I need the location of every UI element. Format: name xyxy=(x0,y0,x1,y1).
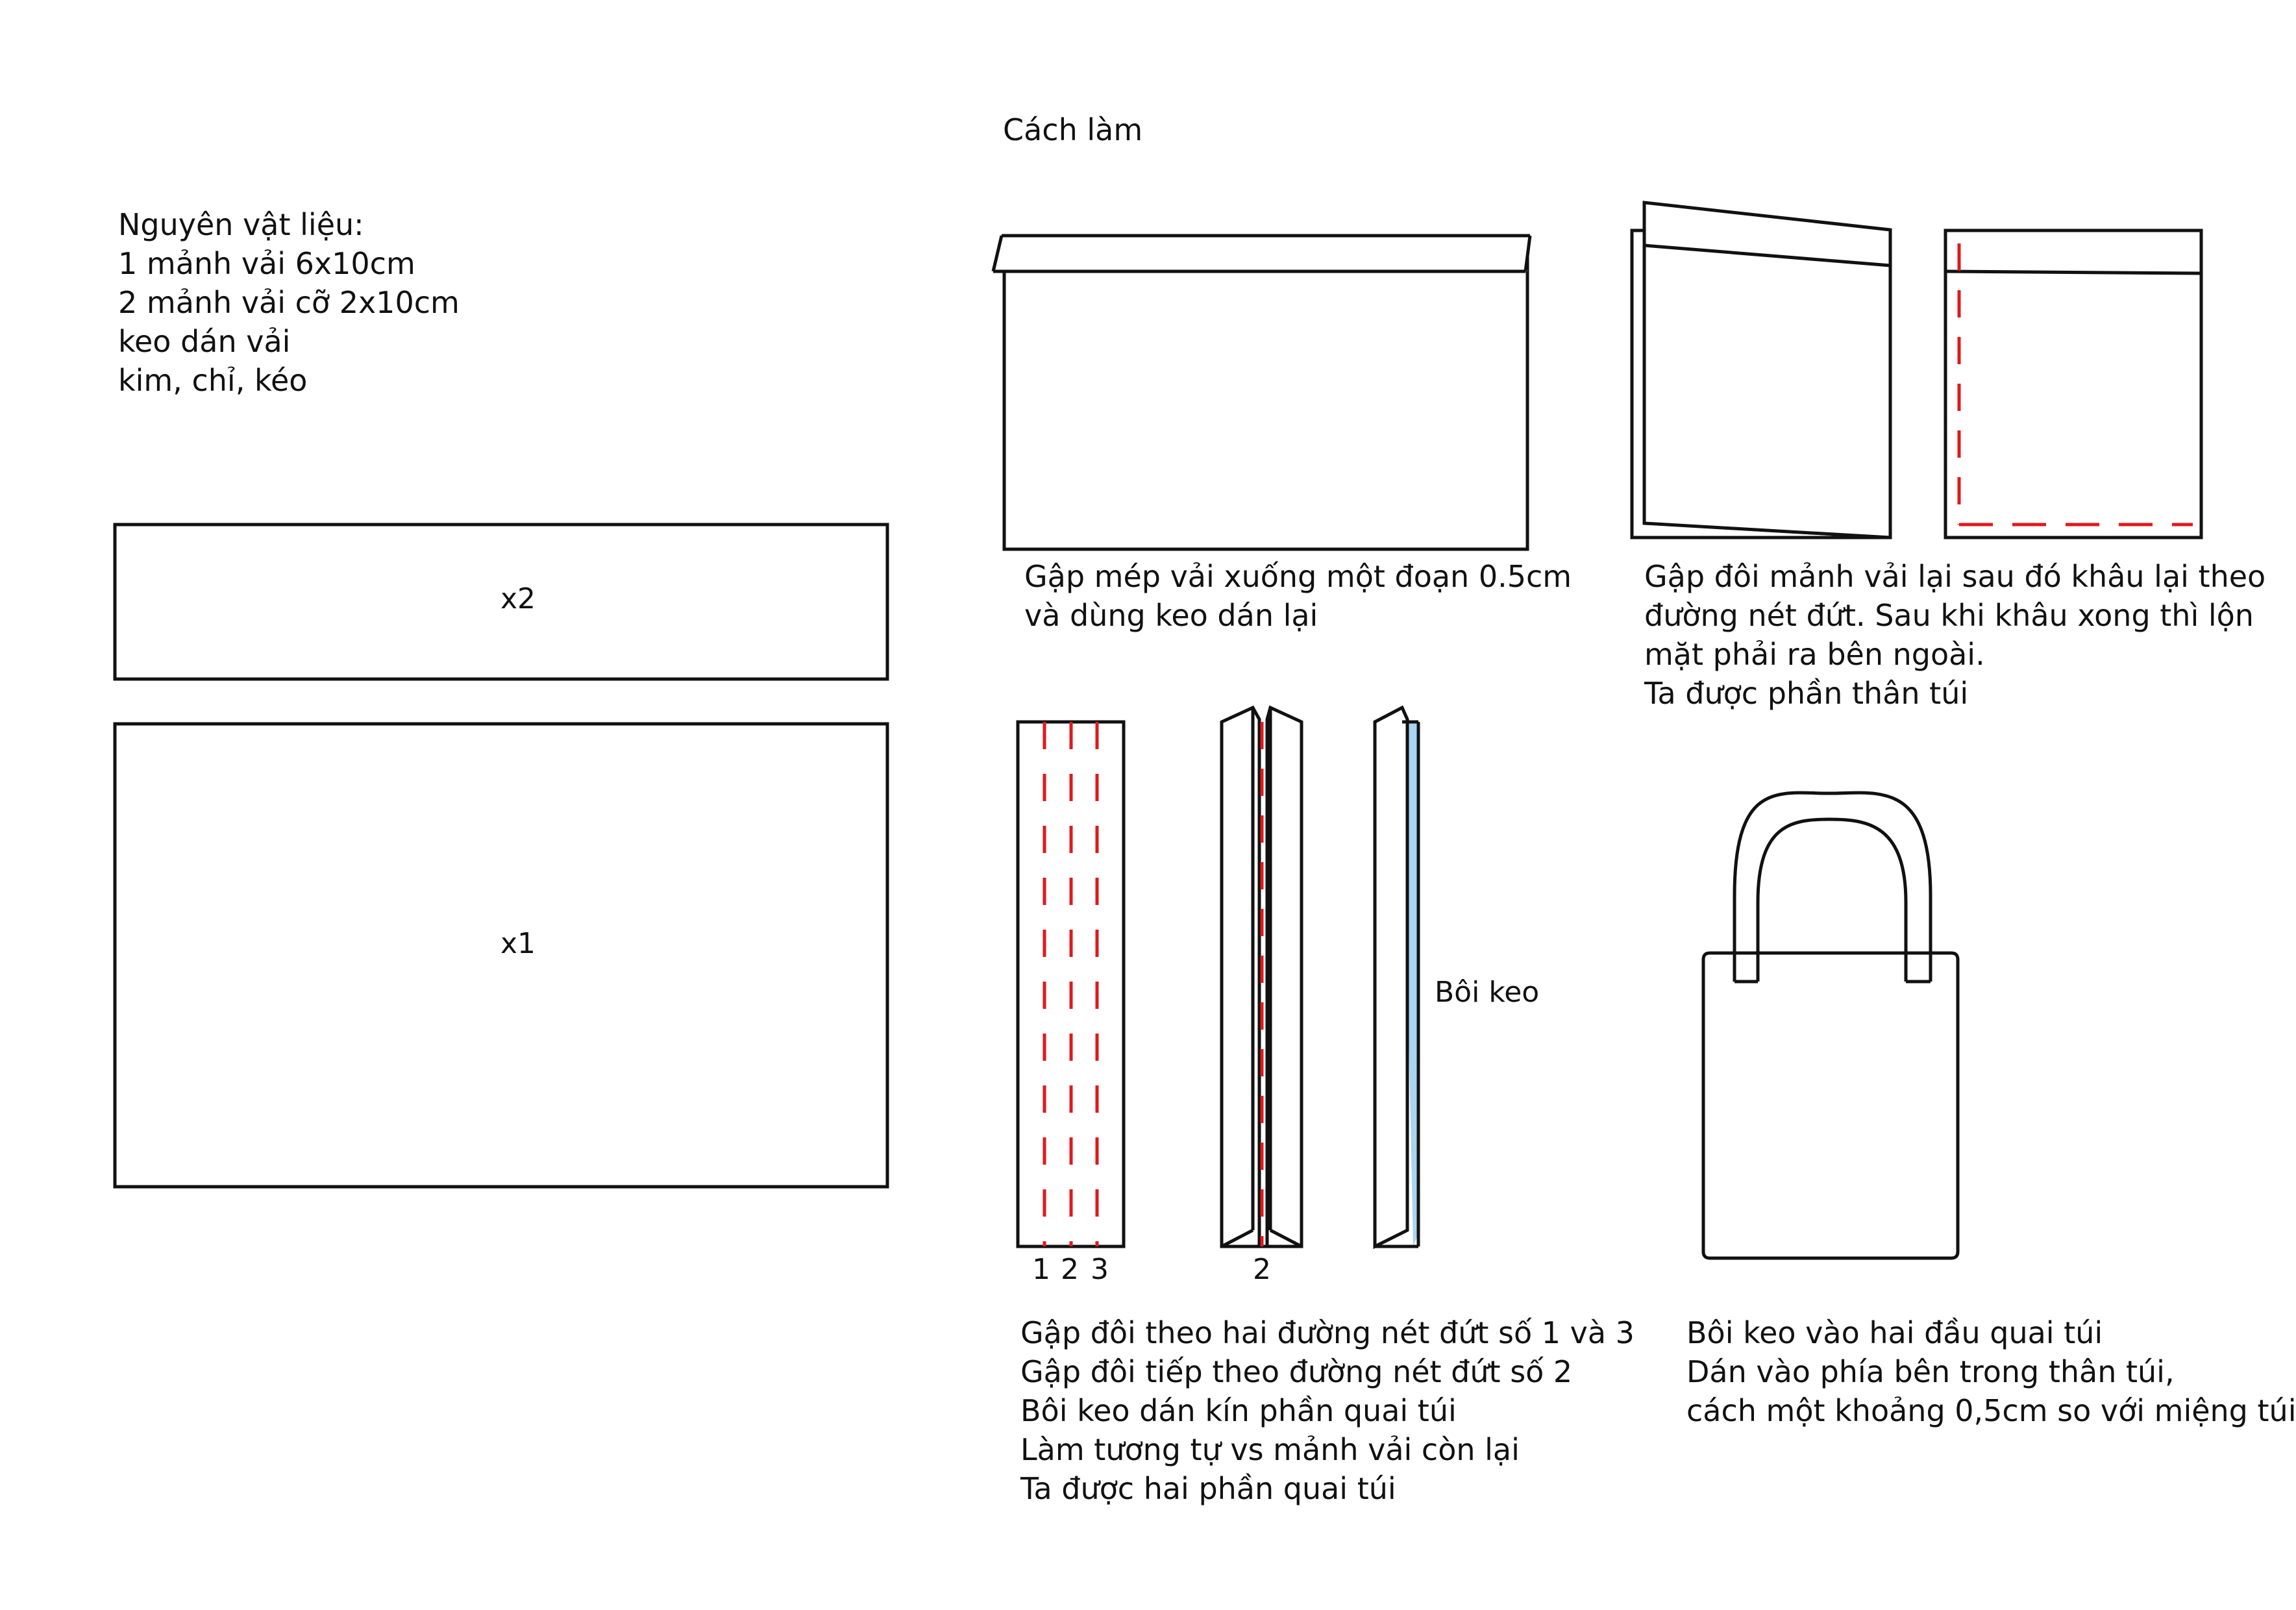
finished-bag xyxy=(1701,791,1960,1260)
strip-quantity-label: x2 xyxy=(500,582,536,615)
materials-item: 1 mảnh vải 6x10cm xyxy=(118,246,415,281)
step1-instructions: Gập mép vải xuống một đoạn 0.5cm và dùng… xyxy=(1024,557,1572,635)
materials-item: kim, chỉ, kéo xyxy=(118,363,308,398)
strap-folded-once xyxy=(1220,705,1303,1248)
strap-strip xyxy=(1016,720,1126,1248)
glue-label: Bôi keo xyxy=(1435,976,1539,1009)
step1-line: và dùng keo dán lại xyxy=(1024,598,1318,633)
step2-line: Gập đôi mảnh vải lại sau đó khâu lại the… xyxy=(1644,559,2266,594)
fold-number-3: 3 xyxy=(1091,1253,1109,1286)
step1-line: Gập mép vải xuống một đoạn 0.5cm xyxy=(1024,559,1572,594)
step3-line: Ta được hai phần quai túi xyxy=(1020,1471,1396,1506)
body-quantity-label: x1 xyxy=(500,927,536,960)
strip-fabric-piece xyxy=(113,523,889,681)
sewn-fabric xyxy=(1944,229,2203,539)
fold-number-2: 2 xyxy=(1061,1253,1079,1286)
step4-line: cách một khoảng 0,5cm so với miệng túi xyxy=(1686,1393,2296,1428)
folded-edge-fabric xyxy=(991,234,1532,551)
materials-item: 2 mảnh vải cỡ 2x10cm xyxy=(118,285,460,320)
strap-glued xyxy=(1373,705,1420,1250)
step3-line: Bôi keo dán kín phần quai túi xyxy=(1020,1393,1457,1428)
page-heading: Cách làm xyxy=(1003,110,1142,149)
second-fold-number: 2 xyxy=(1253,1253,1271,1286)
bag-body xyxy=(1701,951,1960,1260)
fold-number-1: 1 xyxy=(1032,1253,1050,1286)
step2-line: đường nét đứt. Sau khi khâu xong thì lộn xyxy=(1644,598,2254,633)
step4-line: Bôi keo vào hai đầu quai túi xyxy=(1686,1315,2103,1350)
step3-line: Gập đôi tiếp theo đường nét đứt số 2 xyxy=(1020,1354,1573,1389)
step3-line: Làm tương tự vs mảnh vải còn lại xyxy=(1020,1432,1520,1467)
materials-item: keo dán vải xyxy=(118,324,291,359)
body-fabric-piece xyxy=(113,722,889,1189)
step2-line: Ta được phần thân túi xyxy=(1644,676,1969,711)
materials-title: Nguyên vật liệu: xyxy=(118,207,364,242)
materials-list: Nguyên vật liệu: 1 mảnh vải 6x10cm 2 mản… xyxy=(118,205,460,400)
heading-text: Cách làm xyxy=(1003,112,1143,147)
folded-half-fabric xyxy=(1630,201,1892,539)
step3-line: Gập đôi theo hai đường nét đứt số 1 và 3 xyxy=(1020,1315,1635,1350)
step3-instructions: Gập đôi theo hai đường nét đứt số 1 và 3… xyxy=(1020,1313,1635,1508)
step4-instructions: Bôi keo vào hai đầu quai túi Dán vào phí… xyxy=(1686,1313,2296,1430)
step2-line: mặt phải ra bên ngoài. xyxy=(1644,637,1985,672)
bag-handle xyxy=(1733,791,1932,982)
step2-instructions: Gập đôi mảnh vải lại sau đó khâu lại the… xyxy=(1644,557,2265,713)
step4-line: Dán vào phía bên trong thân túi, xyxy=(1686,1354,2175,1389)
